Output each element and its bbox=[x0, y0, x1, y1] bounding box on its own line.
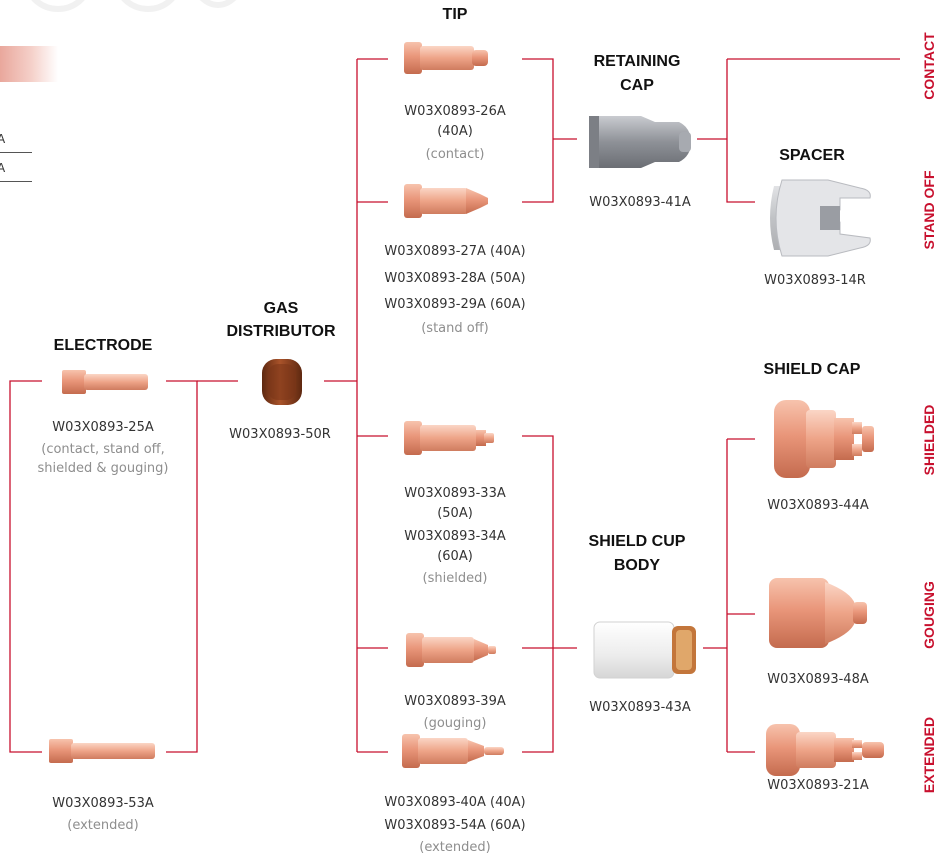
side-label-extended: EXTENDED bbox=[921, 717, 937, 793]
usage-note: (extended) bbox=[23, 818, 183, 833]
heading-shield-cap: SHIELD CAP bbox=[752, 360, 872, 379]
part-number: W03X0893-50R bbox=[200, 427, 360, 442]
usage-note: (shielded) bbox=[375, 571, 535, 586]
heading-shield-cup-body-line1: SHIELD CUP bbox=[577, 532, 697, 551]
electrode-extended-icon bbox=[45, 736, 161, 766]
side-label-stand-off: STAND OFF bbox=[921, 170, 937, 249]
amperage: (60A) bbox=[375, 549, 535, 564]
shield-cup-body-icon bbox=[588, 616, 704, 684]
heading-retaining-cap-line2: CAP bbox=[577, 76, 697, 95]
heading-retaining-cap-line1: RETAINING bbox=[577, 52, 697, 71]
heading-tip: TIP bbox=[395, 5, 515, 24]
part-number: W03X0893-28A (50A) bbox=[355, 271, 555, 286]
part-number: W03X0893-53A bbox=[23, 796, 183, 811]
tip-contact-icon bbox=[400, 38, 494, 78]
part-number: W03X0893-41A bbox=[560, 195, 720, 210]
heading-spacer: SPACER bbox=[752, 146, 872, 165]
part-number: W03X0893-43A bbox=[560, 700, 720, 715]
part-number: W03X0893-25A bbox=[23, 420, 183, 435]
part-number: W03X0893-44A bbox=[738, 498, 898, 513]
part-number: W03X0893-40A (40A) bbox=[355, 795, 555, 810]
usage-note: (stand off) bbox=[355, 321, 555, 336]
usage-note: (extended) bbox=[355, 840, 555, 855]
shield-cap-icon bbox=[770, 396, 880, 482]
extended-cap-icon bbox=[762, 720, 888, 780]
tip-standoff-icon bbox=[400, 180, 494, 222]
part-number: W03X0893-29A (60A) bbox=[355, 297, 555, 312]
part-number: W03X0893-39A bbox=[375, 694, 535, 709]
part-number: W03X0893-21A bbox=[738, 778, 898, 793]
retaining-cap-icon bbox=[583, 110, 695, 174]
heading-shield-cup-body-line2: BODY bbox=[577, 556, 697, 575]
amperage: (50A) bbox=[375, 506, 535, 521]
electrode-icon bbox=[58, 367, 154, 397]
heading-gas-distributor-line1: GAS bbox=[221, 299, 341, 318]
side-label-contact: CONTACT bbox=[921, 32, 937, 99]
usage-note: (contact) bbox=[375, 147, 535, 162]
heading-electrode: ELECTRODE bbox=[43, 336, 163, 355]
part-number: W03X0893-14R bbox=[735, 273, 895, 288]
spacer-icon bbox=[760, 176, 878, 262]
tip-gouging-icon bbox=[402, 630, 502, 670]
part-number: W03X0893-26A bbox=[375, 104, 535, 119]
heading-gas-distributor-line2: DISTRIBUTOR bbox=[206, 322, 356, 341]
tip-extended-icon bbox=[398, 730, 510, 772]
part-number: W03X0893-34A bbox=[375, 529, 535, 544]
part-number: W03X0893-54A (60A) bbox=[355, 818, 555, 833]
gas-distributor-icon bbox=[258, 356, 306, 408]
gouging-cap-icon bbox=[765, 574, 875, 652]
side-label-gouging: GOUGING bbox=[921, 581, 937, 649]
usage-note: shielded & gouging) bbox=[8, 461, 198, 476]
usage-note: (contact, stand off, bbox=[8, 442, 198, 457]
part-number: W03X0893-33A bbox=[375, 486, 535, 501]
tip-shielded-icon bbox=[400, 418, 498, 458]
amperage: (40A) bbox=[375, 124, 535, 139]
part-number: W03X0893-27A (40A) bbox=[355, 244, 555, 259]
side-label-shielded: SHIELDED bbox=[921, 405, 937, 476]
part-number: W03X0893-48A bbox=[738, 672, 898, 687]
usage-note: (gouging) bbox=[375, 716, 535, 731]
